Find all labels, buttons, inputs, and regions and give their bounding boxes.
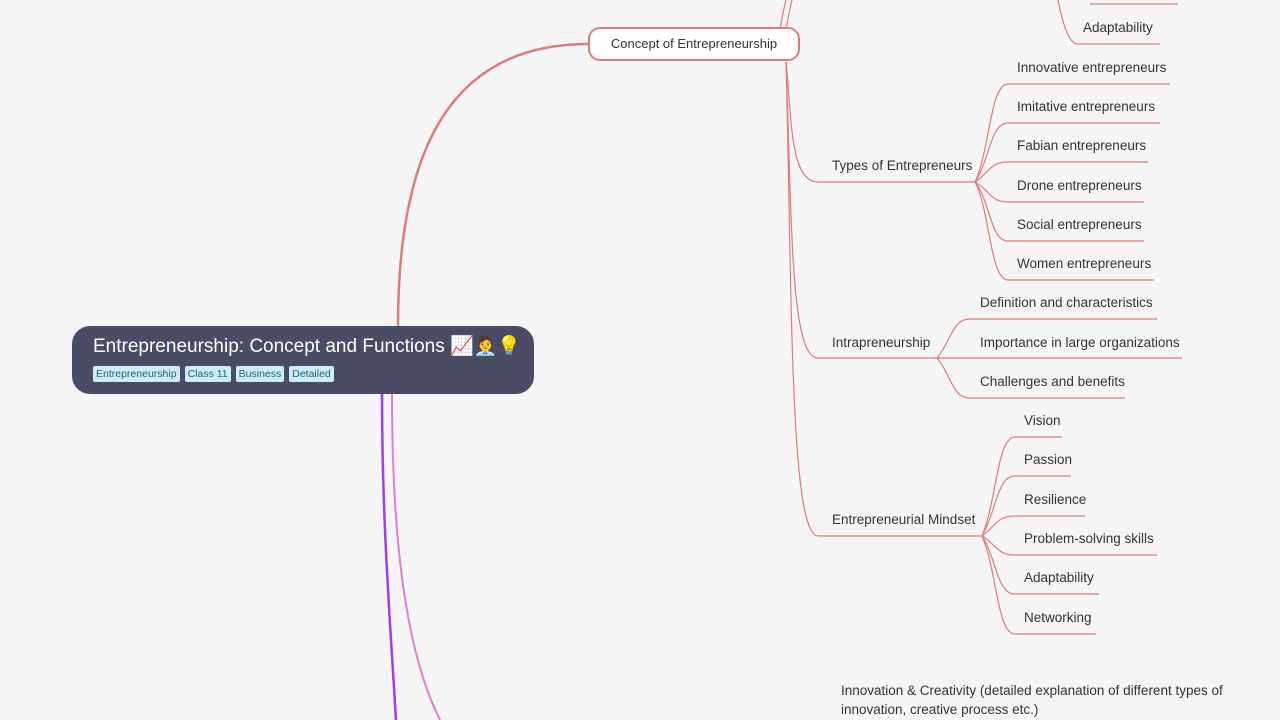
connector-mindset-3 — [981, 515, 1085, 537]
root-title: Entrepreneurship: Concept and Functions … — [93, 336, 521, 357]
connector-types-6 — [974, 181, 1154, 281]
node-challenges-and-benefits[interactable]: Challenges and benefits — [980, 374, 1125, 389]
connector-intra-3 — [936, 357, 1125, 399]
node-vision[interactable]: Vision — [1024, 413, 1061, 428]
node-drone-entrepreneurs[interactable]: Drone entrepreneurs — [1017, 178, 1142, 193]
connector-to-intra — [785, 61, 937, 359]
node-resilience[interactable]: Resilience — [1024, 492, 1087, 507]
node-innovation-and-creativity[interactable]: Innovation & Creativity (detailed explan… — [841, 683, 1223, 717]
root-node[interactable]: Entrepreneurship: Concept and Functions … — [72, 326, 534, 394]
node-networking[interactable]: Networking — [1024, 610, 1092, 625]
node-top-adaptability[interactable]: Adaptability — [1083, 20, 1153, 35]
connector-root-pink — [391, 393, 441, 720]
node-adaptability[interactable]: Adaptability — [1024, 570, 1094, 585]
node-innovative-entrepreneurs[interactable]: Innovative entrepreneurs — [1017, 60, 1167, 75]
tag-class-11[interactable]: Class 11 — [184, 366, 231, 382]
tag-entrepreneurship[interactable]: Entrepreneurship — [93, 366, 180, 382]
node-entrepreneurial-mindset[interactable]: Entrepreneurial Mindset — [832, 512, 976, 527]
tag-business[interactable]: Business — [235, 366, 285, 382]
connector-mindset-6 — [981, 535, 1096, 635]
node-problem-solving-skills[interactable]: Problem-solving skills — [1024, 531, 1154, 546]
connector-top-partial — [1057, 0, 1160, 45]
connector-topic-up-1 — [785, 0, 793, 31]
connector-mindset-4 — [981, 535, 1157, 556]
node-definition-and-characteristics[interactable]: Definition and characteristics — [980, 295, 1153, 310]
connector-root-purple — [380, 393, 398, 720]
node-importance-in-large-organizations[interactable]: Importance in large organizations — [980, 335, 1180, 350]
node-intrapreneurship[interactable]: Intrapreneurship — [832, 335, 931, 350]
node-women-entrepreneurs[interactable]: Women entrepreneurs — [1017, 256, 1152, 271]
connector-topic-up-2 — [779, 0, 787, 31]
connector-mindset-1 — [981, 436, 1062, 537]
node-fabian-entrepreneurs[interactable]: Fabian entrepreneurs — [1017, 138, 1147, 153]
connector-mindset-2 — [981, 475, 1071, 537]
connector-types-5 — [974, 181, 1144, 242]
node-passion[interactable]: Passion — [1024, 452, 1073, 467]
connector-to-types — [785, 61, 975, 183]
connector-root-to-concept — [396, 42, 589, 327]
connector-types-1 — [974, 83, 1170, 183]
node-types-of-entrepreneurs[interactable]: Types of Entrepreneurs — [832, 158, 973, 173]
connector-to-mindset — [785, 61, 982, 537]
tag-list: Entrepreneurship Class 11 Business Detai… — [93, 366, 514, 382]
connector-types-3 — [974, 161, 1148, 183]
node-social-entrepreneurs[interactable]: Social entrepreneurs — [1017, 217, 1142, 232]
node-imitative-entrepreneurs[interactable]: Imitative entrepreneurs — [1017, 99, 1156, 114]
connector-intra-1 — [936, 318, 1157, 359]
connector-types-4 — [974, 181, 1144, 203]
connector-types-2 — [974, 122, 1160, 183]
connector-mindset-5 — [981, 535, 1099, 595]
tag-detailed[interactable]: Detailed — [289, 366, 334, 382]
topic-concept-of-entrepreneurship[interactable]: Concept of Entrepreneurship — [588, 27, 800, 61]
